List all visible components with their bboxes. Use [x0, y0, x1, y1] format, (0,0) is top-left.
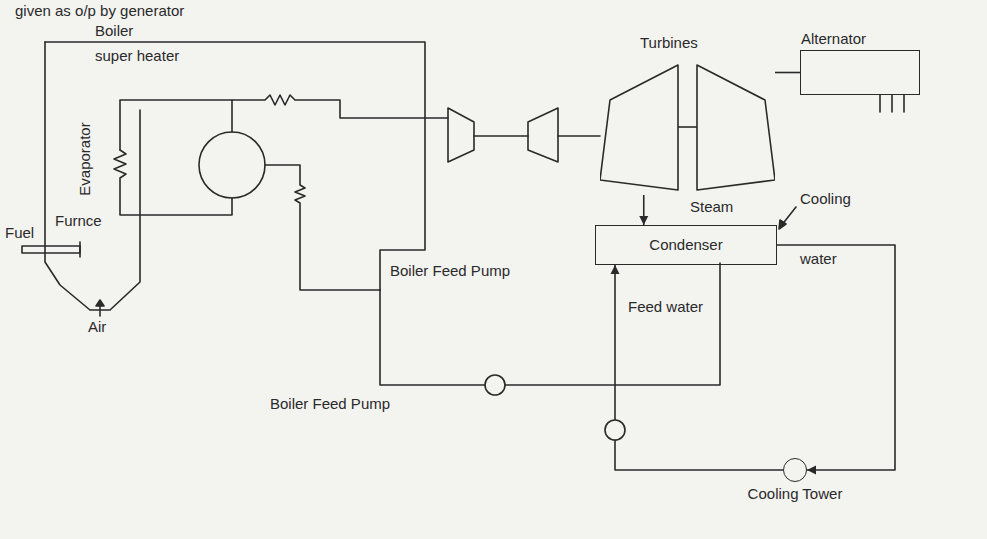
feed-pump-symbol [485, 375, 505, 395]
arrow-head [96, 300, 104, 306]
evaporator-coil [114, 150, 232, 215]
arrow-head [611, 265, 620, 274]
drum-riser [231, 100, 233, 132]
part-name: Boiler Feed Pump [390, 262, 510, 280]
text-stack: Turbines [640, 34, 698, 52]
condensate-pump-symbol [605, 420, 625, 440]
flow-label: Fuel [5, 224, 34, 242]
superheater-pipe [120, 95, 448, 150]
part-name: super heater [95, 47, 179, 65]
boiler-outline [45, 42, 425, 290]
condenser-box: Condenser [595, 225, 777, 265]
flow-label: Steam [690, 198, 733, 216]
pipe-connector [775, 72, 800, 74]
flow-label: water [800, 250, 837, 268]
turbine-shaft [474, 135, 600, 137]
arrow-head [807, 466, 816, 475]
burner-flange [79, 242, 81, 257]
node-label: Condenser [610, 236, 762, 254]
lp-turbine [697, 65, 775, 190]
hp-turbine [448, 108, 474, 162]
arrow-head [779, 220, 786, 229]
economizer-coil [265, 165, 380, 290]
turbine-pair: Turbines [600, 55, 775, 195]
ip-turbine [528, 108, 558, 162]
pipe-connector [615, 265, 783, 470]
turbine-outline [600, 55, 775, 195]
alternator-box: Alternator [800, 50, 920, 95]
feed-water-loop [380, 263, 720, 385]
flow-label: Air [88, 318, 106, 336]
note-text: given as o/p by generator [15, 2, 184, 20]
text-stack: Condenser [596, 226, 776, 264]
turbine-shaft [678, 126, 697, 128]
furnace-wall [45, 42, 140, 310]
node-label: Cooling Tower [748, 485, 843, 503]
node-label: Alternator [801, 30, 866, 48]
part-name: Furnce [55, 212, 102, 230]
flow-label: Feed water [628, 298, 703, 316]
flow-label: Cooling [800, 190, 851, 208]
lp-turbine [600, 65, 678, 190]
part-name: Boiler Feed Pump [270, 395, 390, 413]
part-name: Boiler [95, 22, 133, 40]
fuel-burner [22, 246, 80, 253]
alternator-output [880, 95, 904, 112]
node-label: Turbines [640, 34, 698, 52]
text-stack: Cooling Tower [748, 485, 843, 503]
pipe-connector [777, 245, 895, 470]
part-name: Evaporator [76, 114, 94, 204]
arrow-head [639, 216, 648, 225]
steam-drum [199, 132, 265, 198]
text-stack: Alternator [801, 30, 866, 48]
cooling-tower-symbol: Cooling Tower [783, 458, 807, 482]
